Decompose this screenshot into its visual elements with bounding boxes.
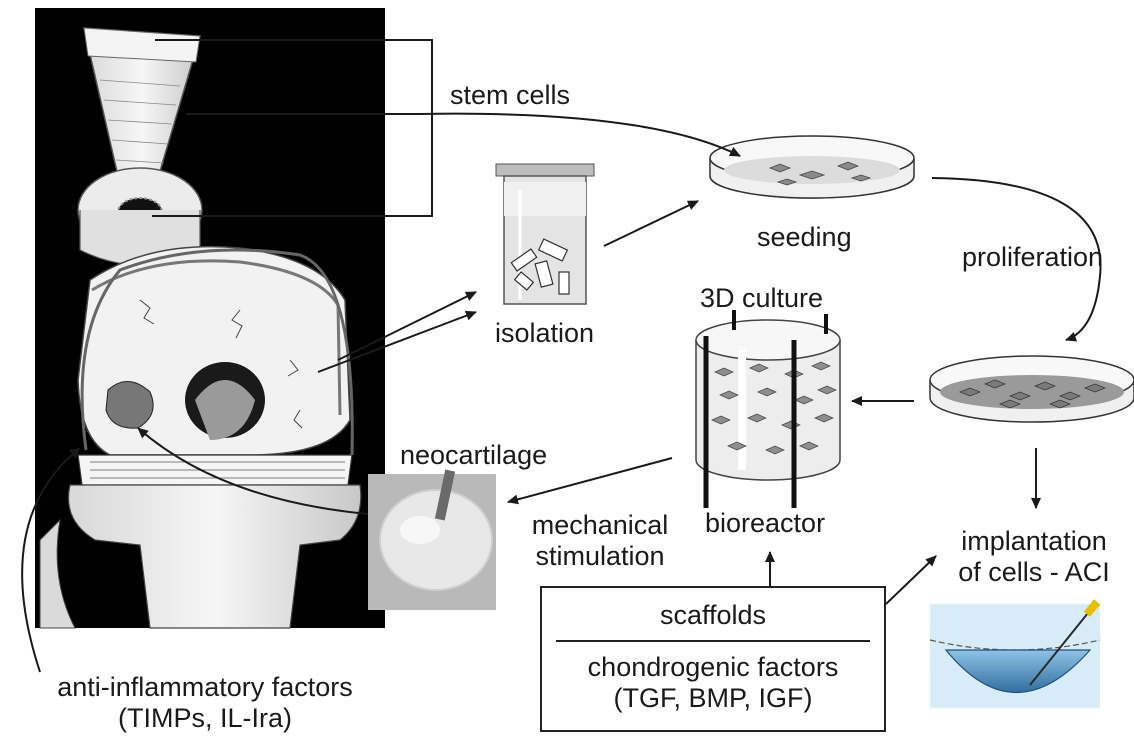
- anti-inflammatory-line-2: (TIMPs, IL-Ira): [40, 703, 370, 734]
- implantation-line-2: of cells - ACI: [934, 557, 1134, 588]
- culture-3d-label: 3D culture: [700, 283, 823, 314]
- aci-implant-illustration: [930, 599, 1100, 708]
- isolation-label: isolation: [495, 318, 594, 349]
- box-divider: [556, 640, 870, 642]
- mechanical-line-1: mechanical: [522, 510, 678, 541]
- anti-inflammatory-label: anti-inflammatory factors (TIMPs, IL-Ira…: [40, 672, 370, 734]
- implantation-label: implantation of cells - ACI: [934, 526, 1134, 588]
- isolation-container: [496, 164, 594, 304]
- mechanical-stimulation-label: mechanical stimulation: [522, 510, 678, 572]
- chondrogenic-line-2: (TGF, BMP, IGF): [542, 683, 884, 714]
- scaffolds-label: scaffolds: [542, 600, 884, 631]
- proliferation-dish: [930, 356, 1134, 422]
- bioreactor-vessel: [696, 310, 840, 508]
- bioreactor-label: bioreactor: [705, 508, 825, 539]
- anti-inflammatory-line-1: anti-inflammatory factors: [40, 672, 370, 703]
- neocartilage-photo: [368, 470, 496, 610]
- stem-cells-label: stem cells: [450, 80, 570, 111]
- implantation-line-1: implantation: [934, 526, 1134, 557]
- seeding-label: seeding: [757, 222, 852, 253]
- factors-box: scaffolds chondrogenic factors (TGF, BMP…: [540, 586, 886, 732]
- neocartilage-label: neocartilage: [400, 440, 547, 471]
- seeding-dish: [710, 136, 914, 198]
- knee-illustration: [35, 8, 385, 628]
- proliferation-label: proliferation: [962, 242, 1103, 273]
- chondrogenic-factors-label: chondrogenic factors (TGF, BMP, IGF): [542, 652, 884, 714]
- chondrogenic-line-1: chondrogenic factors: [542, 652, 884, 683]
- mechanical-line-2: stimulation: [522, 541, 678, 572]
